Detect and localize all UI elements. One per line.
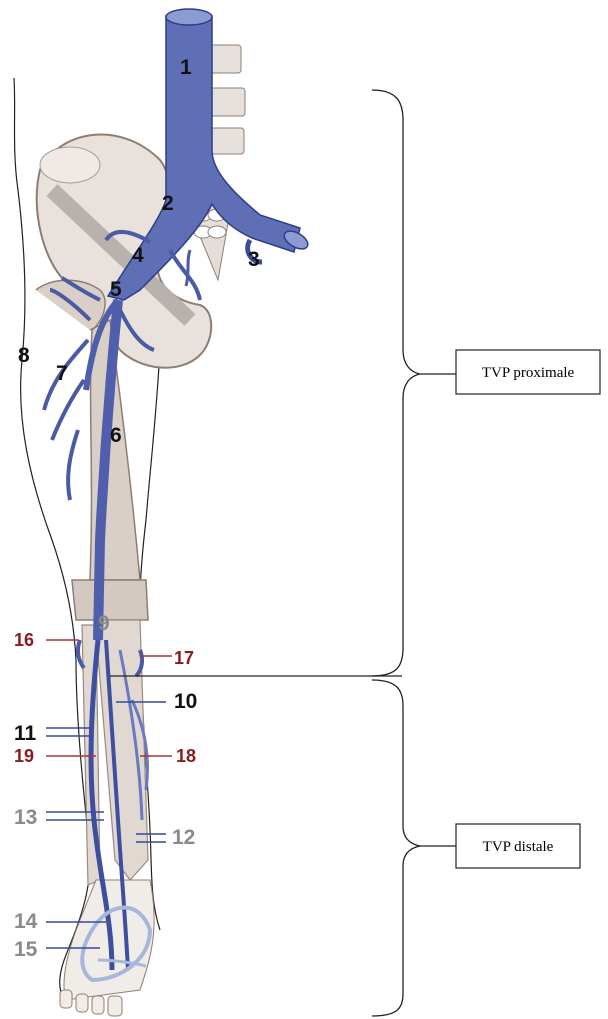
label-9: 9 xyxy=(98,612,110,635)
label-16: 16 xyxy=(14,630,34,650)
label-4: 4 xyxy=(132,244,144,267)
label-1: 1 xyxy=(180,56,192,79)
label-3: 3 xyxy=(248,248,260,271)
label-7: 7 xyxy=(56,362,68,385)
label-11: 11 xyxy=(14,722,37,745)
label-13: 13 xyxy=(14,806,37,829)
label-6: 6 xyxy=(110,424,122,447)
proximal-zone-box: TVP proximale xyxy=(456,350,600,394)
distal-zone-box: TVP distale xyxy=(456,824,580,868)
proximal-brace xyxy=(372,90,456,676)
label-12: 12 xyxy=(172,826,195,849)
label-17: 17 xyxy=(174,648,194,668)
proximal-zone-label: TVP proximale xyxy=(482,365,575,381)
distal-zone-label: TVP distale xyxy=(483,839,554,855)
label-5: 5 xyxy=(110,278,122,301)
label-19: 19 xyxy=(14,746,34,766)
label-2: 2 xyxy=(162,192,174,215)
label-14: 14 xyxy=(14,910,38,933)
label-18: 18 xyxy=(176,746,196,766)
label-8: 8 xyxy=(18,344,30,367)
label-15: 15 xyxy=(14,938,38,961)
distal-brace xyxy=(372,680,456,1016)
label-10: 10 xyxy=(174,690,197,713)
